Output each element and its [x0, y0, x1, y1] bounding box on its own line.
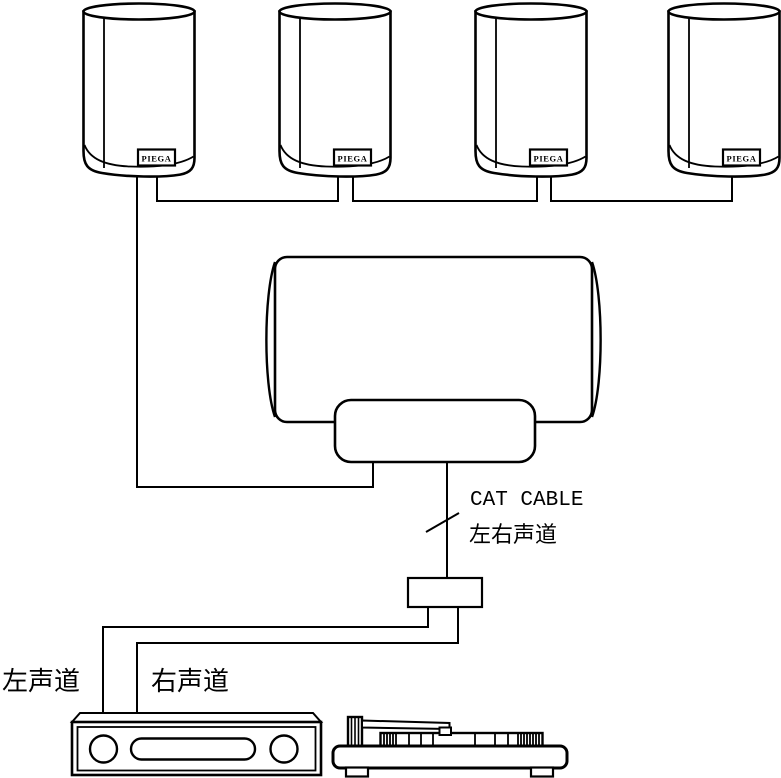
- speaker-cables: [136, 174, 733, 488]
- cable-channel-label: 左右声道: [469, 523, 557, 548]
- brand-label: PIEGA: [534, 154, 564, 164]
- speaker-2: PIEGA: [278, 2, 392, 178]
- speaker-4: PIEGA: [667, 2, 781, 178]
- platter-ridges: [383, 734, 540, 746]
- subwoofer-cap-left: [265, 261, 277, 418]
- speaker-3: PIEGA: [474, 2, 588, 178]
- tonearm-post-ridges: [350, 718, 360, 746]
- amplifier-knob-right: [269, 734, 299, 764]
- brand-label-box: [528, 148, 569, 167]
- tonearm-head: [438, 726, 452, 736]
- turntable-foot-left: [344, 766, 370, 778]
- speaker-cable-1-2: [156, 175, 339, 202]
- connection-module: [333, 398, 537, 464]
- cat-cable-label: CAT CABLE: [470, 489, 583, 512]
- speaker-1: PIEGA: [82, 2, 196, 178]
- turntable-foot-right: [529, 766, 555, 778]
- turntable-platter: [379, 731, 544, 748]
- speaker-cable-2-3: [352, 175, 538, 202]
- amplifier-knob-left: [88, 734, 119, 764]
- turntable-base: [331, 744, 569, 770]
- brand-label-box: [332, 148, 373, 167]
- amplifier-top: [69, 712, 324, 723]
- tonearm: [346, 715, 452, 748]
- brand-label: PIEGA: [727, 154, 757, 164]
- tonearm-arm: [361, 719, 451, 731]
- source-cables: [102, 461, 460, 716]
- amplifier-panel: [76, 726, 317, 772]
- speaker-cable-to-module: [136, 175, 374, 488]
- turntable: [331, 715, 569, 778]
- speaker-cable-3-4: [550, 174, 733, 202]
- left-channel-label: 左声道: [2, 667, 80, 697]
- cable-tick-mark: [425, 512, 460, 533]
- junction-box: [406, 576, 484, 609]
- brand-label-box: [136, 148, 177, 167]
- right-channel-cable: [136, 606, 459, 716]
- brand-label-box: [721, 148, 762, 167]
- brand-label: PIEGA: [338, 154, 368, 164]
- left-channel-cable: [102, 606, 429, 716]
- right-channel-label: 右声道: [151, 667, 229, 697]
- subwoofer-body: [273, 255, 594, 424]
- subwoofer-cap-right: [590, 261, 602, 418]
- brand-label: PIEGA: [142, 154, 172, 164]
- amplifier: [69, 712, 324, 777]
- amplifier-display: [129, 737, 257, 761]
- subwoofer: [265, 255, 602, 464]
